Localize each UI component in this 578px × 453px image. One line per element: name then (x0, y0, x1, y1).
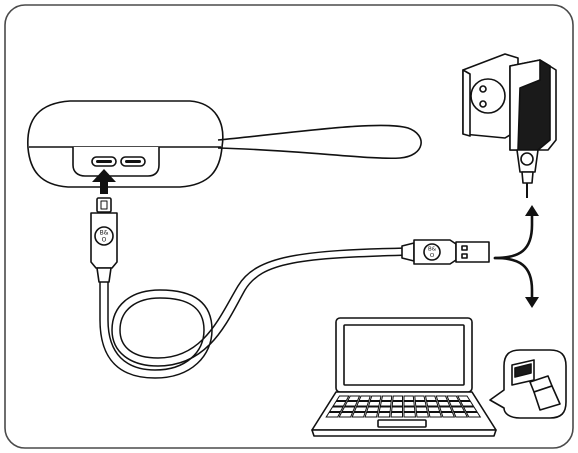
keyboard-key (403, 395, 415, 401)
insert-arrow-icon (92, 169, 116, 194)
keyboard-key (358, 395, 371, 401)
arrow-down-head (525, 297, 539, 308)
keyboard-key (378, 406, 392, 412)
keyboard-key (456, 395, 471, 401)
usb-cable (99, 247, 411, 379)
arrow-up-head (525, 205, 539, 216)
keyboard-key (367, 401, 381, 407)
keyboard-key (369, 395, 382, 401)
keyboard-key (344, 401, 358, 407)
keyboard-key (353, 406, 368, 412)
keyboard-key (325, 412, 341, 418)
keyboard-key (335, 395, 350, 401)
usb-a-logo-bottom: O (430, 253, 435, 259)
keyboard-key (440, 412, 456, 418)
keyboard-key (415, 412, 430, 418)
keyboard-key (437, 401, 451, 407)
split-arrow-icon (493, 212, 534, 302)
keyboard-key (415, 406, 428, 412)
keyboard-key (347, 395, 361, 401)
logo-text-top: B& (100, 230, 109, 237)
power-adapter-icon (509, 59, 557, 184)
keyboard-key (392, 395, 403, 401)
keyboard-key (364, 412, 379, 418)
keyboard-key (427, 406, 441, 412)
laptop-icon (311, 317, 497, 437)
keyboard-key (446, 395, 460, 401)
keyboard-key (459, 401, 475, 407)
keyboard-key (462, 406, 478, 412)
keyboard-key (465, 412, 482, 418)
charging-case-icon (27, 100, 224, 188)
usb-a-logo-top: B& (428, 247, 437, 253)
keyboard-key (391, 401, 403, 407)
keyboard-key (403, 412, 417, 418)
keyboard-key (403, 406, 416, 412)
keyboard-key (341, 406, 356, 412)
keyboard-key (379, 401, 392, 407)
keyboard-key (391, 406, 403, 412)
logo-text-bottom: O (102, 237, 107, 244)
keyboard-key (338, 412, 354, 418)
usb-port-inset-icon (489, 349, 567, 419)
keyboard-key (328, 406, 344, 412)
laptop-keyboard (325, 395, 482, 418)
keyboard-key (351, 412, 366, 418)
keyboard-key (356, 401, 370, 407)
keyboard-key (377, 412, 391, 418)
usb-a-connector-icon: B& O (401, 239, 490, 265)
keyboard-key (448, 401, 463, 407)
keyboard-key (414, 395, 426, 401)
keyboard-key (380, 395, 393, 401)
keyboard-key (366, 406, 380, 412)
keyboard-key (439, 406, 453, 412)
keyboard-key (450, 406, 466, 412)
keyboard-key (390, 412, 403, 418)
case-lanyard (217, 124, 422, 160)
keyboard-key (453, 412, 469, 418)
keyboard-key (426, 401, 439, 407)
keyboard-key (332, 401, 347, 407)
keyboard-key (414, 401, 427, 407)
keyboard-key (403, 401, 415, 407)
wall-socket-icon (462, 53, 519, 139)
keyboard-key (428, 412, 443, 418)
micro-usb-connector-icon: B& O (90, 197, 118, 283)
keyboard-key (435, 395, 449, 401)
keyboard-key (424, 395, 437, 401)
